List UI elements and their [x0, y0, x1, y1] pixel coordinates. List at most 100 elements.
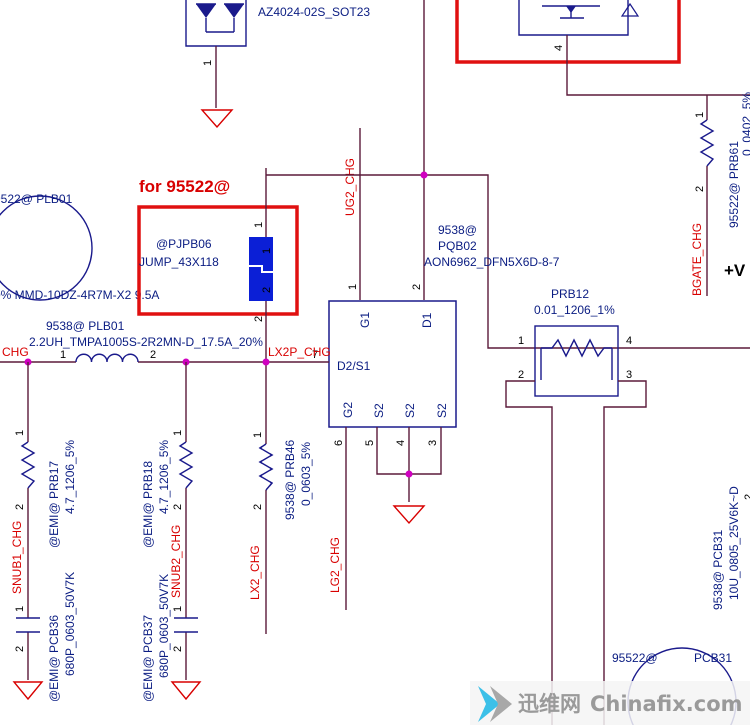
pqb02-g2: G2 — [341, 402, 355, 418]
pcb31-alt-ref: PCB31 — [694, 651, 732, 665]
prb61-pin2: 2 — [694, 186, 706, 192]
junction-dot-vin — [420, 171, 428, 179]
mosfet-pin4-wire — [566, 35, 750, 96]
pqb02-part: AON6962_DFN5X6D-8-7 — [424, 255, 560, 269]
plb01-pin2: 2 — [150, 349, 156, 361]
chg-left-net-label: CHG — [2, 345, 29, 359]
plb01-part: 2.2UH_TMPA1005S-2R2MN-D_17.5A_20% — [29, 335, 263, 349]
prb46-pin1: 1 — [252, 432, 264, 438]
prb46-pin2: 2 — [252, 504, 264, 510]
prb46-value: 0_0603_5% — [299, 442, 313, 506]
tvs-pin-label: 1 — [202, 60, 214, 66]
plb01-alt-ref: 9522@ PLB01 — [0, 192, 73, 206]
pqb02-pin3: 3 — [427, 440, 439, 446]
prb12-ref: PRB12 — [551, 287, 589, 301]
pcb37-pin1: 1 — [172, 606, 184, 612]
pcb37-ref: @EMI@ PCB37 — [141, 615, 155, 702]
prb18-value: 4.7_1206_5% — [157, 440, 171, 514]
prb17-value: 4.7_1206_5% — [63, 440, 77, 514]
jumper-symbol — [249, 237, 273, 301]
jump-title: for 95522@ — [139, 177, 230, 196]
tvs-part-label: AZ4024-02S_SOT23 — [258, 5, 370, 19]
jump-pinb1: 1 — [261, 248, 273, 254]
pqb02-body — [328, 300, 457, 428]
pqb02-d1: D1 — [420, 312, 434, 328]
vplus-label: +V — [724, 261, 746, 280]
mosfet-top-part — [518, 0, 640, 36]
jump-pin1: 1 — [253, 222, 265, 228]
pqb02-source-wires — [345, 427, 442, 610]
jump-ref: @PJPB06 — [156, 237, 212, 251]
pqb02-pin7: 7 — [312, 349, 318, 361]
prb12-value: 0.01_1206_1% — [534, 303, 615, 317]
plb01-alt-circle — [0, 195, 93, 301]
prb12-body — [534, 325, 619, 397]
watermark-en: Chinafix.com — [590, 692, 743, 716]
pqb02-s2b: S2 — [403, 403, 417, 418]
snub2-net-label: SNUB2_CHG — [169, 525, 183, 598]
ground-symbol-pcb37 — [170, 681, 202, 701]
watermark-logo-icon — [478, 686, 500, 722]
prb18-resistor — [178, 441, 194, 489]
pcb36-value: 680P_0603_50V7K — [63, 572, 77, 676]
plb01-inductor — [75, 353, 139, 363]
bgate-net-label: BGATE_CHG — [690, 223, 704, 296]
pqb02-pin5: 5 — [364, 440, 376, 446]
mosfet-highlight-box — [455, 0, 681, 64]
pqb02-d2s1: D2/S1 — [337, 359, 371, 373]
pcb36-capacitor — [16, 617, 40, 633]
pqb02-prefix: 9538@ — [438, 223, 477, 237]
jump-highlight-box — [137, 205, 299, 316]
prb17-pin2: 2 — [14, 504, 26, 510]
snub1-net-label: SNUB1_CHG — [10, 521, 24, 594]
plb01-ref: 9538@ PLB01 — [46, 319, 125, 333]
prb18-pin1: 1 — [172, 430, 184, 436]
pcb37-capacitor — [174, 617, 198, 633]
prb17-resistor — [20, 441, 36, 489]
prb46-ref: 9538@ PRB46 — [283, 439, 297, 520]
prb12-pin3: 3 — [626, 369, 632, 381]
pcb36-ref: @EMI@ PCB36 — [47, 615, 61, 702]
pcb31-alt-prefix: 95522@ — [612, 651, 658, 665]
watermark: 迅维网 Chinafix.com — [470, 681, 750, 725]
pqb02-g1: G1 — [358, 312, 372, 328]
pcb31-value: 10U_0805_25V6K~D — [727, 486, 741, 600]
pqb02-s2c: S2 — [435, 403, 449, 418]
ground-symbol-mosfet — [392, 505, 426, 525]
junction-dot-lx — [262, 358, 270, 366]
pcb36-pin2: 2 — [14, 646, 26, 652]
lg2-net-label: LG2_CHG — [328, 537, 342, 593]
junction-dot-s2 — [405, 470, 413, 478]
prb12-pin4: 4 — [626, 335, 632, 347]
pqb02-pin6: 6 — [333, 440, 345, 446]
prb61-pin1: 1 — [694, 112, 706, 118]
pqb02-pin2: 2 — [411, 284, 423, 290]
pcb37-pin2: 2 — [172, 646, 184, 652]
pcb37-value: 680P_0603_50V7K — [157, 574, 171, 678]
vin-wire — [266, 0, 750, 349]
prb18-pin2: 2 — [172, 504, 184, 510]
prb12-resistor — [540, 338, 613, 380]
plb01-alt-desc: 0% MMD-10DZ-4R7M-X2 9.5A — [0, 288, 159, 302]
watermark-cn: 迅维网 — [518, 692, 581, 716]
pqb02-s2a: S2 — [372, 403, 386, 418]
pcb36-pin1: 1 — [14, 606, 26, 612]
ground-symbol-pcb36 — [12, 681, 44, 701]
prb61-resistor — [699, 119, 715, 167]
jump-pin2: 2 — [253, 316, 265, 322]
prb12-sense-wires — [505, 380, 647, 725]
plb01-pin1: 1 — [60, 349, 66, 361]
tvs-diode-part — [185, 0, 247, 47]
prb61-value: 0_0402_5% — [740, 92, 750, 156]
prb18-ref: @EMI@ PRB18 — [141, 461, 155, 548]
prb12-pin2: 2 — [518, 369, 524, 381]
prb12-pin1: 1 — [518, 335, 524, 347]
pcb31-ref: 9538@ PCB31 — [711, 529, 725, 610]
prb17-ref: @EMI@ PRB17 — [47, 461, 61, 548]
pqb02-pin4: 4 — [395, 440, 407, 446]
pqb02-ref: PQB02 — [438, 239, 477, 253]
lx2p-net-label: LX2P_CHG — [268, 345, 331, 359]
jump-part: JUMP_43X118 — [139, 255, 219, 269]
pcb31-pin: 2 — [743, 494, 750, 500]
